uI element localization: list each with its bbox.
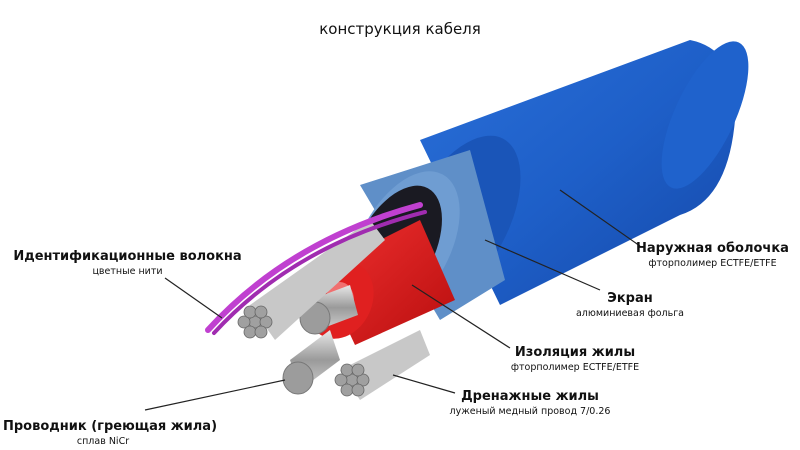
- diagram-title: конструкция кабеля: [319, 20, 481, 38]
- label-sub: фторполимер ECTFE/ETFE: [510, 361, 640, 373]
- label-insulation: Изоляция жилы фторполимер ECTFE/ETFE: [505, 345, 645, 374]
- label-sub: луженый медный провод 7/0.26: [449, 405, 611, 417]
- label-main: Наружная оболочка: [636, 241, 789, 256]
- label-main: Экран: [607, 291, 653, 306]
- label-main: Проводник (греющая жила): [3, 419, 218, 434]
- drain-wires: [237, 220, 430, 400]
- label-sub: фторполимер ECTFE/ETFE: [648, 257, 777, 269]
- label-main: Изоляция жилы: [514, 345, 636, 360]
- label-conductor: Проводник (греющая жила) сплав NiCr: [3, 419, 218, 448]
- label-sub: сплав NiCr: [76, 435, 130, 447]
- label-identification-fibers: Идентификационные волокна цветные нити: [5, 249, 250, 278]
- label-sub: цветные нити: [92, 265, 163, 277]
- leader-lines: [144, 189, 641, 411]
- label-outer-jacket: Наружная оболочка фторполимер ECTFE/ETFE: [630, 241, 795, 270]
- identification-fibers: [205, 202, 427, 335]
- label-main: Дренажные жилы: [461, 389, 599, 404]
- label-sub: алюминиевая фольга: [575, 307, 685, 319]
- label-drain-wires: Дренажные жилы луженый медный провод 7/0…: [440, 389, 620, 418]
- label-main: Идентификационные волокна: [13, 249, 242, 264]
- label-screen: Экран алюминиевая фольга: [575, 291, 685, 320]
